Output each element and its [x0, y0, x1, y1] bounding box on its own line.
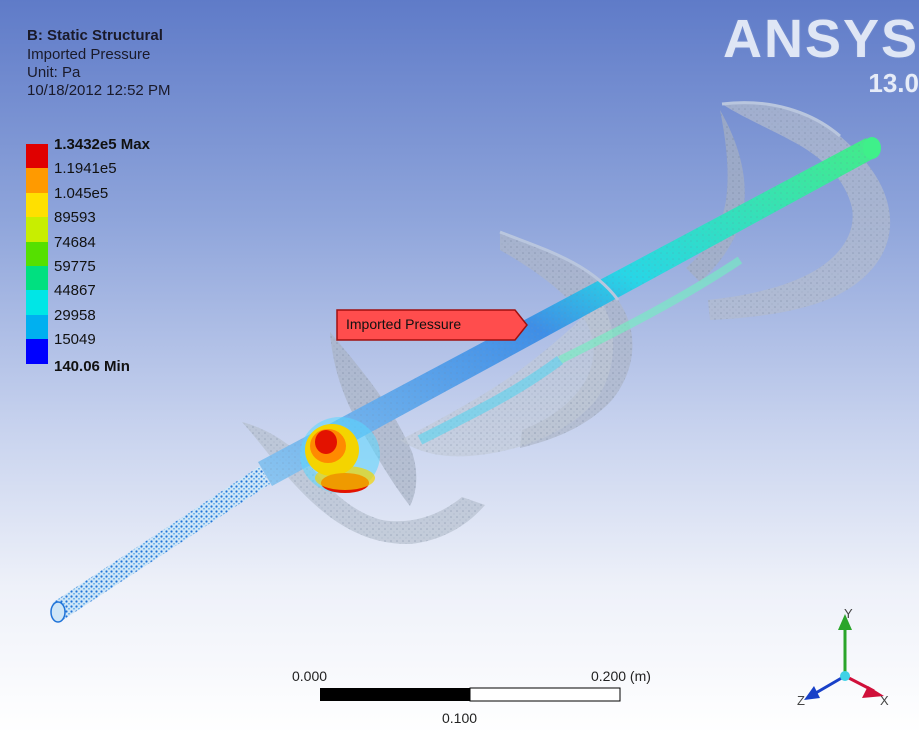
triad-y-label: Y — [844, 606, 853, 621]
max-pressure-region — [300, 417, 380, 493]
legend-row: 44867 — [26, 282, 266, 315]
legend-level-label: 1.1941e5 — [54, 160, 117, 178]
result-unit: Unit: Pa — [27, 64, 81, 81]
ansys-version: 13.0 — [868, 68, 919, 98]
auger-shaft-upper — [258, 137, 881, 486]
legend-swatch — [26, 266, 48, 291]
legend-swatch — [26, 314, 48, 340]
scale-left-label: 0.000 — [292, 668, 328, 684]
legend-swatch — [26, 339, 48, 364]
legend-row: 15049 — [26, 331, 266, 364]
axis-triad[interactable] — [804, 614, 884, 700]
legend-level-label: 1.045e5 — [54, 184, 109, 202]
legend-level-label: 15049 — [54, 331, 96, 349]
legend-row: 1.3432e5 Max — [26, 136, 266, 169]
legend-level-label: 29958 — [54, 306, 96, 324]
legend-swatch — [26, 241, 48, 266]
annotation-tag[interactable] — [336, 309, 528, 341]
analysis-title: B: Static Structural — [27, 27, 163, 44]
legend-swatch — [26, 144, 48, 169]
ansys-logo: ANSYS — [722, 9, 919, 69]
legend-min-label: 140.06 Min — [54, 358, 130, 375]
legend-row: 1.045e5 — [26, 185, 266, 218]
annotation-label[interactable]: Imported Pressure — [346, 316, 462, 332]
legend-level-label: 89593 — [54, 209, 96, 227]
legend-swatch — [26, 168, 48, 193]
triad-z-label: Z — [797, 693, 805, 708]
legend-row: 1.1941e5 — [26, 160, 266, 193]
legend-row: 59775 — [26, 258, 266, 291]
scale-middle-label: 0.100 — [442, 710, 478, 726]
legend-level-label: 59775 — [54, 258, 96, 275]
result-timestamp: 10/18/2012 12:52 PM — [27, 82, 171, 99]
scale-right-label: 0.200 (m) — [591, 668, 651, 684]
legend-max-label: 1.3432e5 Max — [54, 136, 150, 153]
triad-x-label: X — [880, 693, 889, 708]
result-type: Imported Pressure — [27, 46, 151, 63]
legend-row: 89593 — [26, 209, 266, 242]
legend-row: 29958 — [26, 307, 266, 340]
legend-row: 74684 — [26, 234, 266, 266]
auger-flight-upper — [686, 102, 891, 320]
scale-bar — [320, 687, 621, 702]
legend-level-label: 44867 — [54, 282, 96, 300]
legend-swatch — [26, 192, 48, 218]
legend-swatch — [26, 290, 48, 315]
flight-edges — [417, 101, 841, 445]
auger-shaft-lower — [50, 466, 270, 623]
legend-level-label: 74684 — [54, 233, 96, 251]
legend-swatch — [26, 217, 48, 242]
